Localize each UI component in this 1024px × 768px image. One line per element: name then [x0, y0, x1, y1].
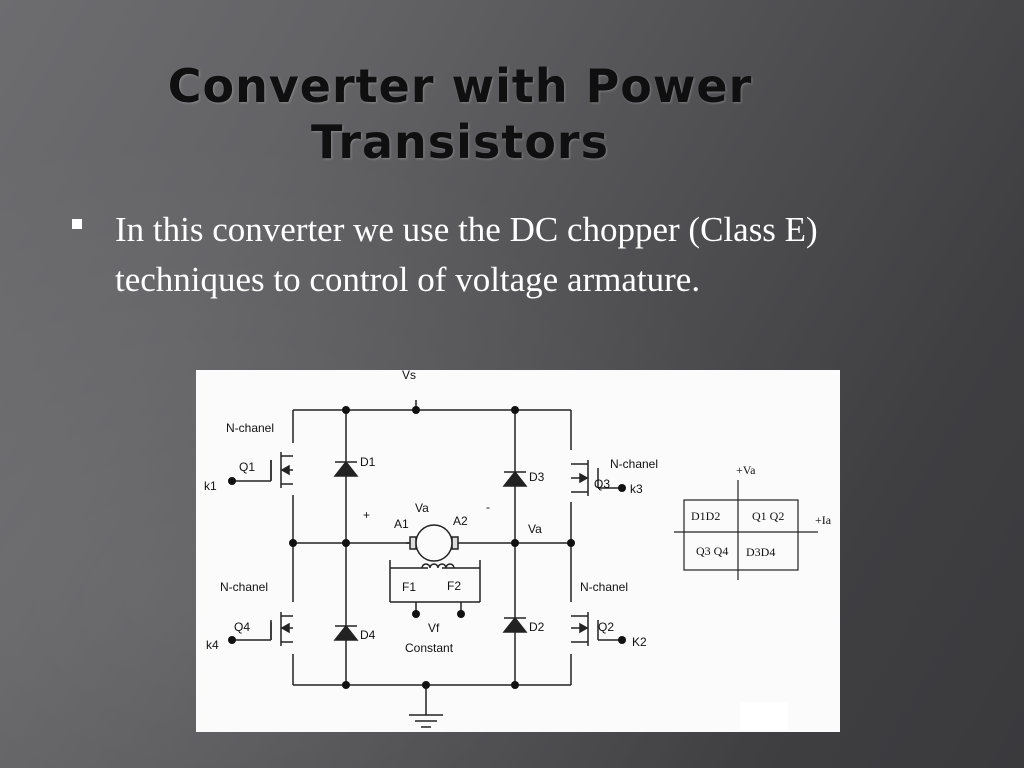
label-d2: D2	[529, 620, 545, 634]
circuit-diagram: Vs N-chanel Q1 k1 D1 N-chanel Q3 k3 D3 +…	[196, 370, 840, 732]
diode-d4-icon	[333, 624, 359, 641]
transistor-q4-icon	[270, 602, 306, 654]
diode-d2-icon	[502, 616, 528, 633]
label-plus-va: +Va	[736, 463, 756, 477]
quadrant-top-left: D1D2	[691, 509, 720, 523]
label-d4: D4	[360, 628, 376, 642]
bullet-text: In this converter we use the DC chopper …	[115, 210, 818, 299]
label-a1: A1	[394, 517, 409, 531]
title-line-1: Converter with Power	[167, 59, 753, 113]
label-va-motor: Va	[415, 501, 429, 515]
label-q3: Q3	[594, 477, 610, 491]
label-q4-type: N-chanel	[220, 580, 268, 594]
transistor-q3-icon	[561, 450, 599, 502]
quadrant-bottom-left: Q3 Q4	[696, 544, 728, 558]
circuit-svg: Vs N-chanel Q1 k1 D1 N-chanel Q3 k3 D3 +…	[196, 370, 840, 732]
label-q2-type: N-chanel	[580, 580, 628, 594]
label-q4: Q4	[234, 620, 250, 634]
label-vs: Vs	[402, 370, 416, 382]
label-va-right: Va	[528, 522, 542, 536]
label-q2: Q2	[598, 620, 614, 634]
motor-armature-icon	[409, 524, 459, 562]
label-f1: F1	[402, 580, 416, 594]
label-plus: +	[363, 508, 370, 522]
label-q1: Q1	[239, 460, 255, 474]
transistor-q1-icon	[270, 443, 306, 495]
label-k4: k4	[206, 638, 219, 652]
label-a2: A2	[453, 514, 468, 528]
diode-d3-icon	[502, 470, 528, 487]
label-k3: k3	[630, 482, 643, 496]
label-d1: D1	[360, 455, 376, 469]
label-q1-type: N-chanel	[226, 421, 274, 435]
label-d3: D3	[529, 470, 545, 484]
quadrant-diagram: +Va +Ia D1D2 Q1 Q2 Q3 Q4 D3D4	[674, 463, 832, 580]
label-f2: F2	[447, 579, 461, 593]
square-bullet-icon	[72, 219, 82, 229]
white-patch	[740, 702, 788, 730]
ground-icon	[409, 714, 443, 728]
slide-title: Converter with Power Transistors	[150, 58, 770, 170]
label-k2: K2	[632, 635, 647, 649]
title-line-2: Transistors	[311, 115, 609, 169]
diagram-background	[196, 370, 840, 732]
bullet-item: In this converter we use the DC chopper …	[72, 205, 872, 305]
label-q3-type: N-chanel	[610, 457, 658, 471]
label-k1: k1	[204, 479, 217, 493]
label-vf: Vf	[428, 621, 440, 635]
diode-d1-icon	[333, 460, 359, 477]
transistor-q2-icon	[561, 602, 599, 654]
field-coil-icon	[421, 563, 455, 573]
label-minus: -	[486, 500, 490, 514]
label-plus-ia: +Ia	[815, 513, 832, 527]
quadrant-top-right: Q1 Q2	[752, 509, 784, 523]
label-constant: Constant	[405, 641, 454, 655]
quadrant-bottom-right: D3D4	[746, 545, 775, 559]
junction-dots	[228, 406, 626, 689]
